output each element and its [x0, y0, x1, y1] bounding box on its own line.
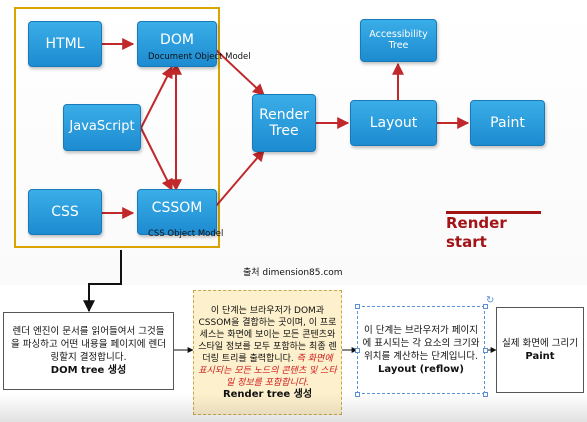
- node-render-tree-line1: Render: [259, 106, 309, 123]
- cssom-caption: CSS Object Model: [148, 229, 224, 239]
- diagram-arrows: [101, 38, 470, 219]
- step-render-text: 이 단계는 브라우저가 DOM과 CSSOM을 결합하는 곳이며, 이 프로세스…: [198, 305, 337, 389]
- rotate-handle-icon[interactable]: ↻: [486, 295, 495, 306]
- arrow-cssom-render: [215, 149, 265, 207]
- resize-handle-top-right[interactable]: [483, 304, 488, 309]
- node-paint-label: Paint: [490, 114, 525, 131]
- bottom-shadow-strip: [0, 394, 587, 422]
- step-layout-title: Layout (reflow): [378, 364, 464, 375]
- step-render-title: Render tree 생성: [198, 389, 337, 401]
- render-start-bar: [446, 211, 541, 214]
- render-start-label: Render start: [446, 214, 507, 252]
- step-render-tree: 이 단계는 브라우저가 DOM과 CSSOM을 결합하는 곳이며, 이 프로세스…: [193, 290, 342, 415]
- node-dom-label: DOM: [160, 32, 194, 48]
- source-credit: 출처 dimension85.com: [243, 268, 343, 278]
- node-cssom: CSSOM: [137, 189, 217, 235]
- node-paint: Paint: [470, 100, 545, 146]
- step-layout[interactable]: 이 단계는 브라우저가 페이지에 표시되는 각 요소의 크기와 위치를 계산하는…: [357, 306, 485, 394]
- node-accessibility-line1: Accessibility: [369, 28, 428, 40]
- node-css-label: CSS: [51, 203, 79, 220]
- resize-handle-bottom-right[interactable]: [483, 392, 488, 397]
- step-paint: 실제 화면에 그리기 Paint: [496, 307, 584, 393]
- step-dom-title: DOM tree 생성: [50, 365, 127, 376]
- render-start-line2: start: [446, 233, 487, 251]
- resize-handle-left[interactable]: [355, 348, 360, 353]
- resize-handle-bottom-left[interactable]: [355, 392, 360, 397]
- dom-caption: Document Object Model: [148, 52, 251, 62]
- step-dom-tree: 렌더 엔진이 문서를 읽어들여서 그것들을 파싱하고 어떤 내용을 페이지에 렌…: [3, 312, 174, 390]
- node-javascript: JavaScript: [63, 104, 141, 151]
- arrow-js-dom: [140, 65, 173, 129]
- step-layout-text: 이 단계는 브라우저가 페이지에 표시되는 각 요소의 크기와 위치를 계산하는…: [362, 325, 480, 362]
- node-javascript-label: JavaScript: [69, 119, 135, 135]
- diagram-slide: HTML DOM Document Object Model JavaScrip…: [0, 0, 587, 285]
- step-paint-text: 실제 화면에 그리기: [502, 338, 578, 349]
- arrow-dom-render: [215, 49, 265, 96]
- node-accessibility-tree: Accessibility Tree: [360, 19, 437, 62]
- step-render-highlight: 즉 화면에 표시되는 모든 노드의 콘텐츠 및 스타일 정보를 포함합니다.: [198, 353, 337, 388]
- node-dom: DOM: [137, 21, 217, 67]
- node-cssom-label: CSSOM: [151, 200, 203, 216]
- resize-handle-top-left[interactable]: [355, 304, 360, 309]
- node-html: HTML: [28, 21, 102, 67]
- arrow-js-cssom: [140, 127, 173, 192]
- node-layout-label: Layout: [369, 114, 418, 131]
- step-paint-title: Paint: [525, 351, 555, 362]
- render-start-line1: Render: [446, 214, 507, 232]
- step-render-body: 이 단계는 브라우저가 DOM과 CSSOM을 결합하는 곳이며, 이 프로세스…: [198, 305, 337, 364]
- resize-handle-right[interactable]: [483, 348, 488, 353]
- node-accessibility-line2: Tree: [388, 39, 409, 51]
- node-render-tree: Render Tree: [252, 94, 316, 152]
- step-dom-text: 렌더 엔진이 문서를 읽어들여서 그것들을 파싱하고 어떤 내용을 페이지에 렌…: [11, 326, 166, 363]
- parsing-group-frame: [14, 7, 220, 248]
- node-html-label: HTML: [45, 35, 85, 52]
- node-layout: Layout: [350, 100, 437, 146]
- node-css: CSS: [28, 189, 102, 235]
- node-render-tree-line2: Tree: [269, 123, 299, 139]
